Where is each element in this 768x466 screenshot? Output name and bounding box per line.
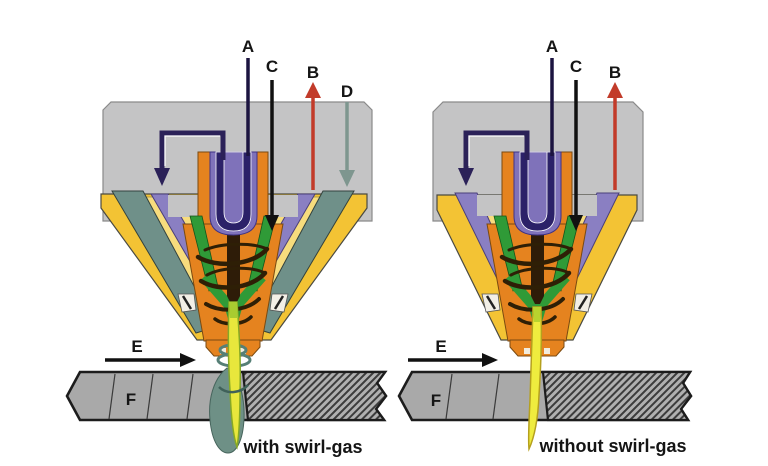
workpiece-right: F (397, 370, 693, 422)
kerf-hatch (241, 370, 388, 422)
label-c: C (266, 57, 278, 76)
body-notch (168, 195, 198, 217)
jet-plasma-core (229, 302, 238, 318)
vent-right (573, 293, 593, 313)
label-b: B (609, 63, 621, 82)
label-f: F (126, 390, 136, 409)
label-f: F (431, 391, 441, 410)
coolant-flow-arrow (458, 130, 530, 186)
cooling-tube (215, 151, 252, 232)
arrow-c (265, 80, 279, 231)
torch-with-swirl-gas: A C B D (100, 37, 373, 357)
caption-left: with swirl-gas (242, 437, 362, 457)
cutting-jet-left (227, 301, 242, 450)
tip-notch (240, 348, 246, 354)
cutting-jet-right (527, 306, 543, 452)
tip-notch (544, 348, 550, 354)
plate-segment-lines (108, 373, 194, 420)
kerf-hatch (541, 370, 693, 422)
label-b: B (307, 63, 319, 82)
jet-plasma-core (533, 307, 541, 322)
vent-left (177, 293, 197, 313)
label-e-right: E (435, 337, 446, 356)
coolant-flow-arrow (154, 130, 226, 186)
swirl-ring-lower (218, 384, 249, 394)
plate-segment-lines (445, 373, 500, 420)
body-notch (268, 195, 298, 217)
tip-notch (524, 348, 530, 354)
vent-left (481, 293, 501, 313)
label-a: A (546, 37, 558, 56)
label-a: A (242, 37, 254, 56)
body-notch (477, 195, 503, 216)
vent-right (269, 293, 289, 313)
arrow-e-left (105, 353, 196, 367)
gas-swirl-spiral (499, 242, 574, 326)
tip-notch (220, 348, 226, 354)
arrow-e-right (408, 353, 498, 367)
arrow-d (339, 102, 355, 187)
caption-right: without swirl-gas (538, 436, 686, 456)
label-d: D (341, 82, 353, 101)
arrow-c (569, 80, 583, 231)
arrow-b (305, 82, 321, 190)
arrow-b (607, 82, 623, 190)
label-e-left: E (131, 337, 142, 356)
cooling-tube (519, 151, 556, 232)
label-c: C (570, 57, 582, 76)
